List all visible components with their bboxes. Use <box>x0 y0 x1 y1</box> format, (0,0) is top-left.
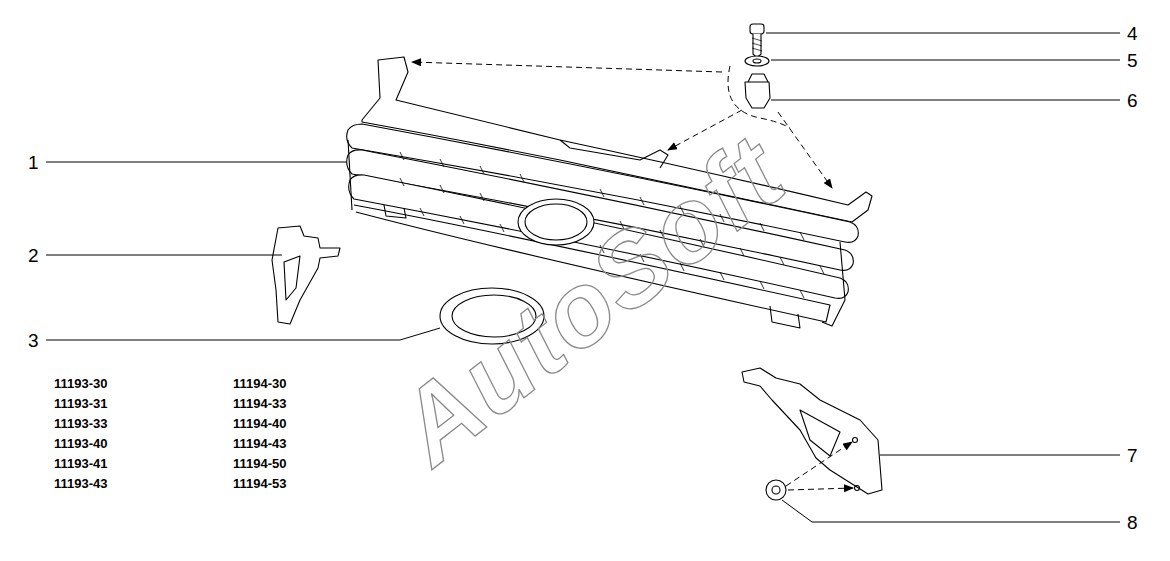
nut <box>766 480 786 500</box>
right-bracket <box>742 368 882 494</box>
callout-number: 3 <box>28 331 39 350</box>
callout-number: 8 <box>1127 513 1138 532</box>
model-code: 11193-33 <box>54 417 108 430</box>
callout-number: 1 <box>28 153 39 172</box>
left-bracket <box>272 226 340 324</box>
callout-number: 6 <box>1127 91 1138 110</box>
screw-washer-clip <box>745 24 770 108</box>
callout-number: 4 <box>1127 24 1138 43</box>
model-code: 11193-40 <box>54 437 108 450</box>
model-code: 11193-43 <box>54 477 108 490</box>
model-code: 11194-53 <box>233 477 287 490</box>
model-code: 11194-40 <box>233 417 287 430</box>
model-code: 11193-41 <box>54 457 108 470</box>
callout-number: 7 <box>1127 446 1138 465</box>
callout-number: 5 <box>1127 51 1138 70</box>
model-code: 11194-43 <box>233 437 287 450</box>
model-code: 11194-50 <box>233 457 287 470</box>
model-code: 11194-30 <box>233 377 287 390</box>
callout-number: 2 <box>28 246 39 265</box>
model-code: 11193-30 <box>54 377 108 390</box>
model-code: 11194-33 <box>233 397 287 410</box>
leader-lines <box>46 33 1120 522</box>
model-code: 11193-31 <box>54 397 108 410</box>
